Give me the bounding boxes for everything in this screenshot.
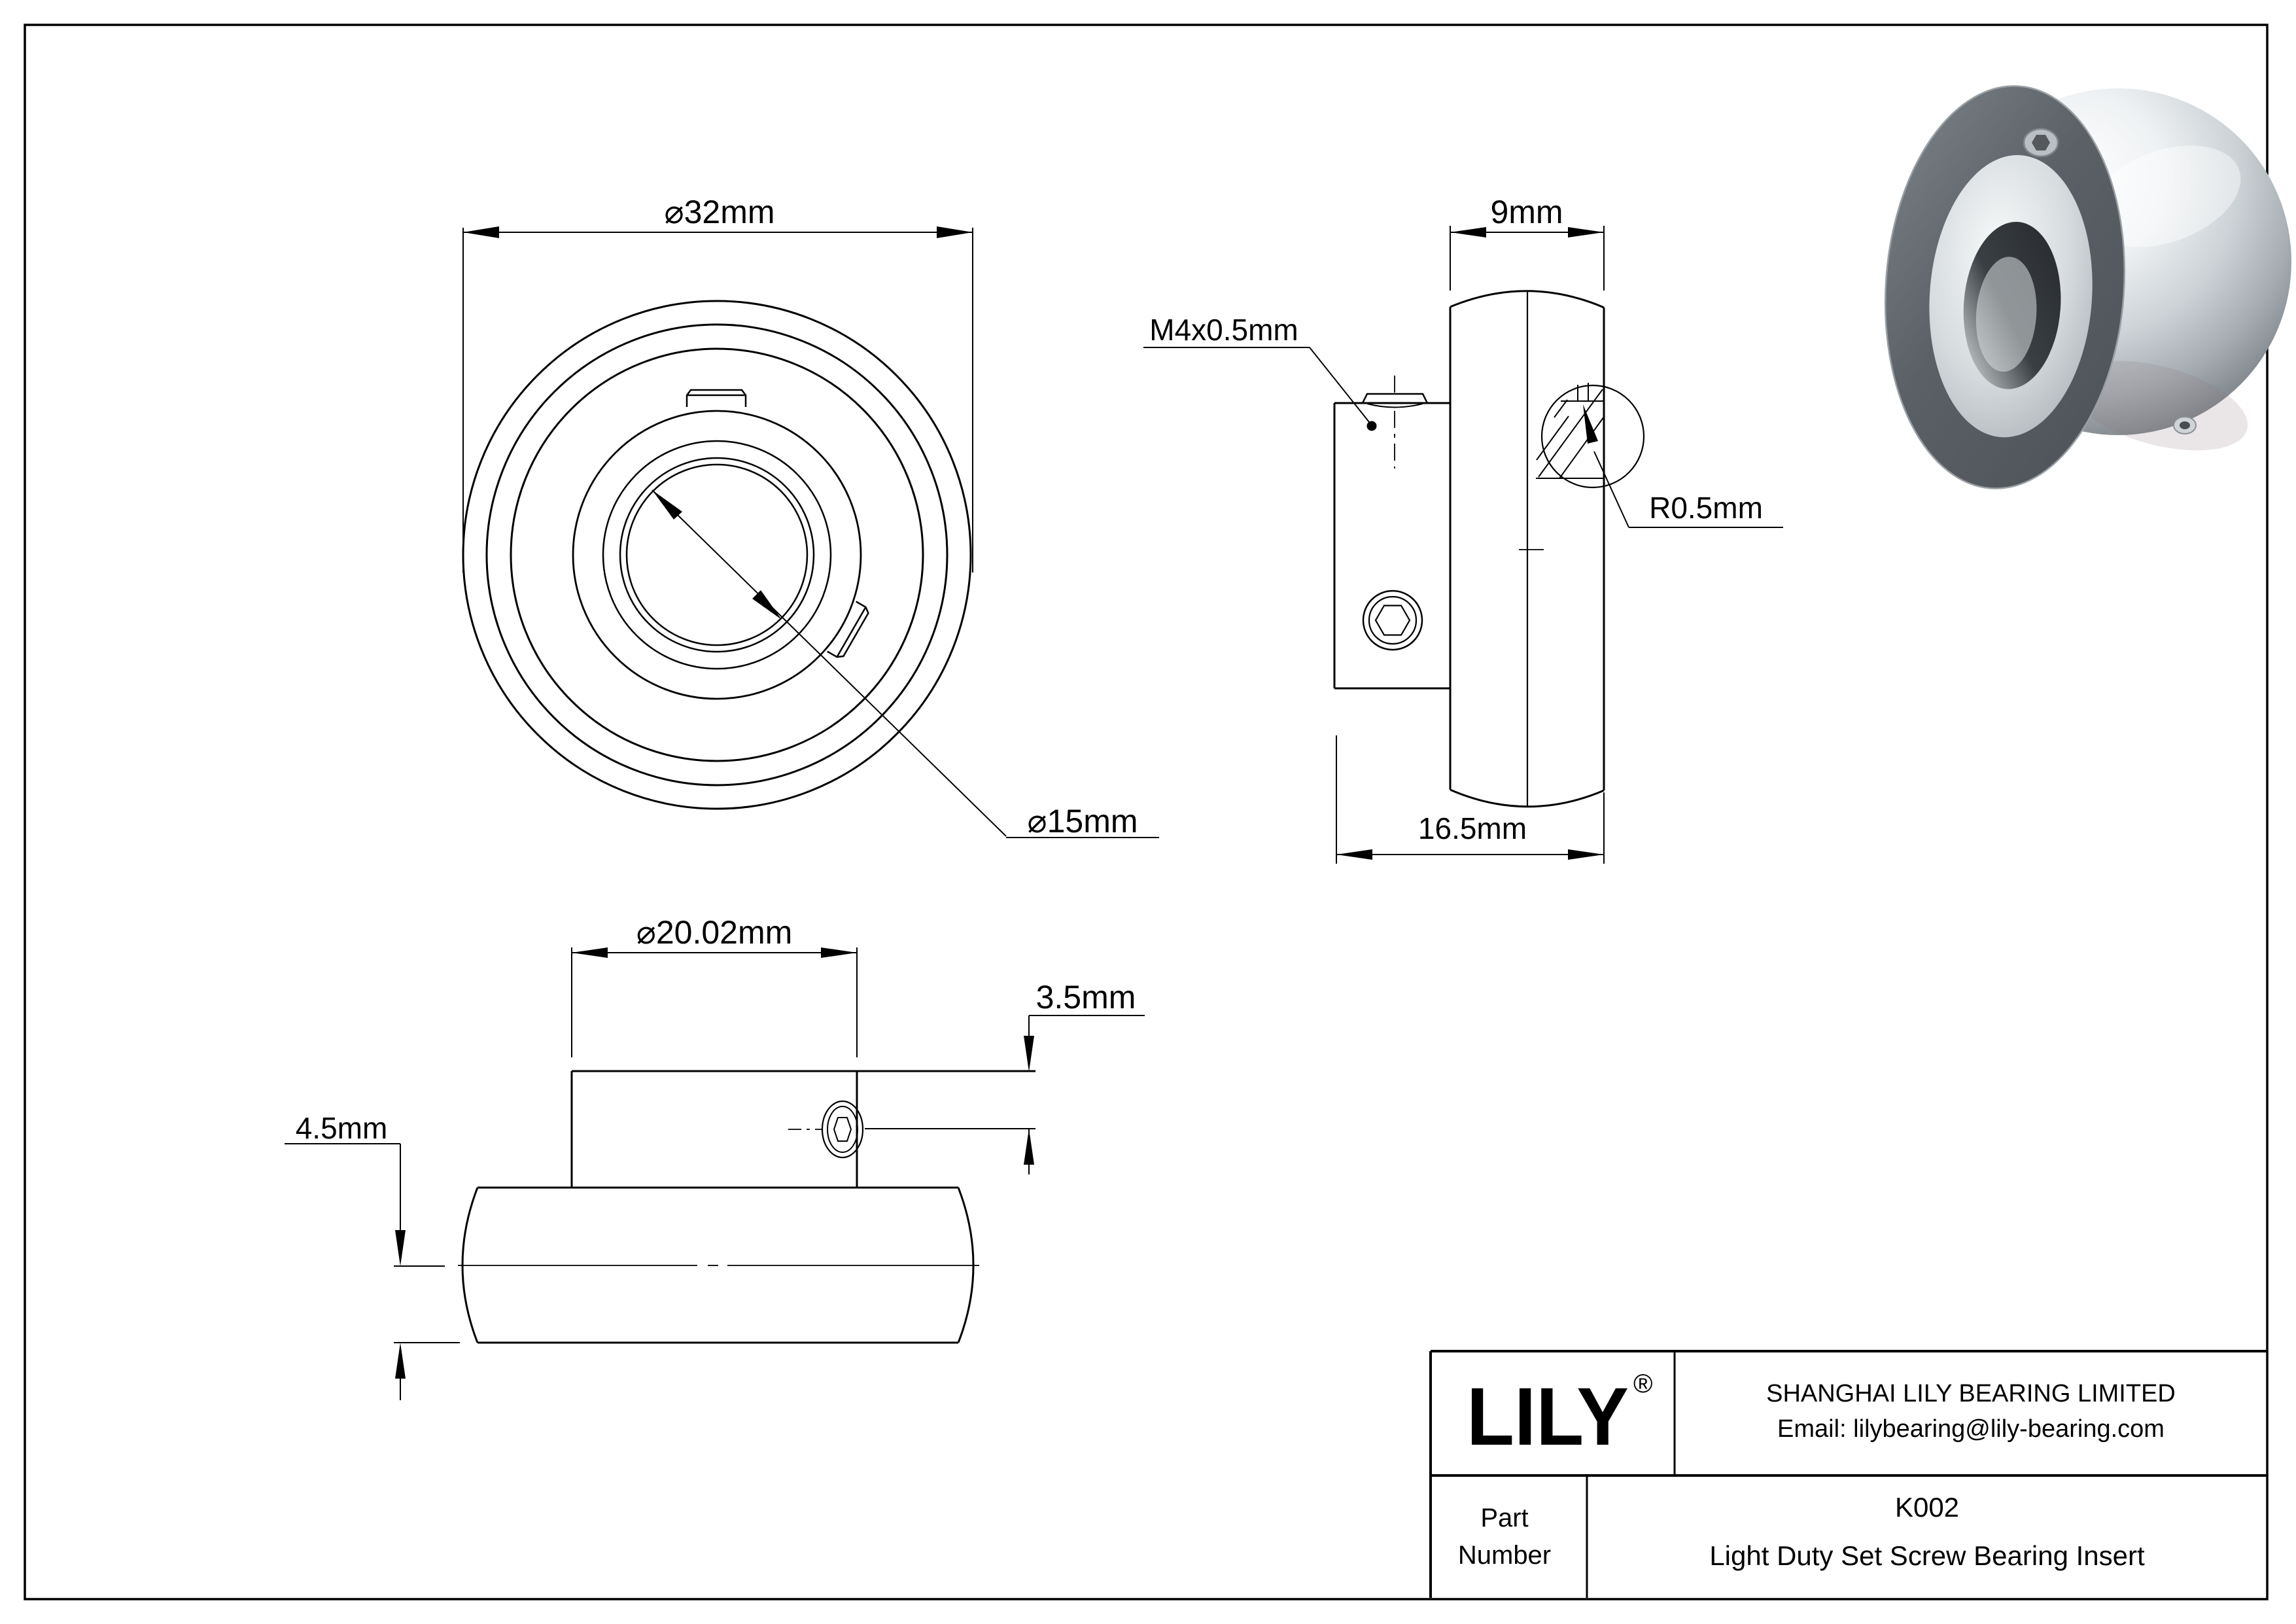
bearing-3d-render (1884, 85, 2291, 489)
render-setscrew (2023, 128, 2059, 158)
dimension-ring-width: 9mm (1450, 194, 1605, 291)
setscrew-boss-lower (827, 601, 869, 658)
dimension-sleeve-diameter: ⌀20.02mm (571, 914, 858, 1057)
company-email: Email: lilybearing@lily-bearing.com (1777, 1415, 2165, 1443)
front-view: ⌀32mm ⌀15mm (462, 194, 1159, 839)
dimension-thread-callout: M4x0.5mm (1143, 313, 1377, 431)
part-number: K002 (1895, 1492, 1959, 1523)
title-block: LILY ® SHANGHAI LILY BEARING LIMITED Ema… (1429, 1350, 2267, 1598)
company-logo: LILY (1467, 1371, 1629, 1462)
dimension-bore-diameter: ⌀15mm (652, 489, 1159, 839)
thread-label: M4x0.5mm (1149, 313, 1298, 347)
registered-mark: ® (1633, 1369, 1652, 1398)
dimension-screw-offset: 3.5mm (1024, 979, 1145, 1174)
setscrew-bottom-view (788, 1100, 1035, 1159)
setscrew-side (1361, 376, 1429, 468)
part-description: Light Duty Set Screw Bearing Insert (1709, 1540, 2145, 1571)
total-width-label: 16.5mm (1418, 811, 1527, 845)
bottom-view: ⌀20.02mm 3.5mm 4.5mm (285, 914, 1145, 1400)
part-label-line2: Number (1458, 1541, 1551, 1570)
side-view: M4x0.5mm 9mm R0. (1143, 194, 1783, 864)
front-bore-diameter-label: ⌀15mm (1027, 803, 1138, 839)
part-label-line1: Part (1480, 1504, 1528, 1532)
front-outer-diameter-label: ⌀32mm (664, 194, 774, 230)
hex-socket-screw (1362, 590, 1423, 651)
groove-detail: R0.5mm (1536, 383, 1783, 528)
setscrew-boss-top (686, 389, 747, 407)
ring-width-label: 9mm (1490, 194, 1563, 230)
sleeve-diameter-label: ⌀20.02mm (636, 914, 793, 951)
half-width-label: 4.5mm (296, 1111, 388, 1145)
company-name: SHANGHAI LILY BEARING LIMITED (1766, 1380, 2176, 1407)
drawing-frame (24, 24, 2269, 1600)
fillet-radius-label: R0.5mm (1649, 491, 1763, 525)
screw-offset-label: 3.5mm (1036, 979, 1136, 1015)
dimension-total-width: 16.5mm (1336, 735, 1605, 864)
render-setscrew-small (2173, 416, 2197, 434)
dimension-outer-diameter: ⌀32mm (462, 194, 973, 573)
dimension-half-width: 4.5mm (285, 1111, 460, 1400)
